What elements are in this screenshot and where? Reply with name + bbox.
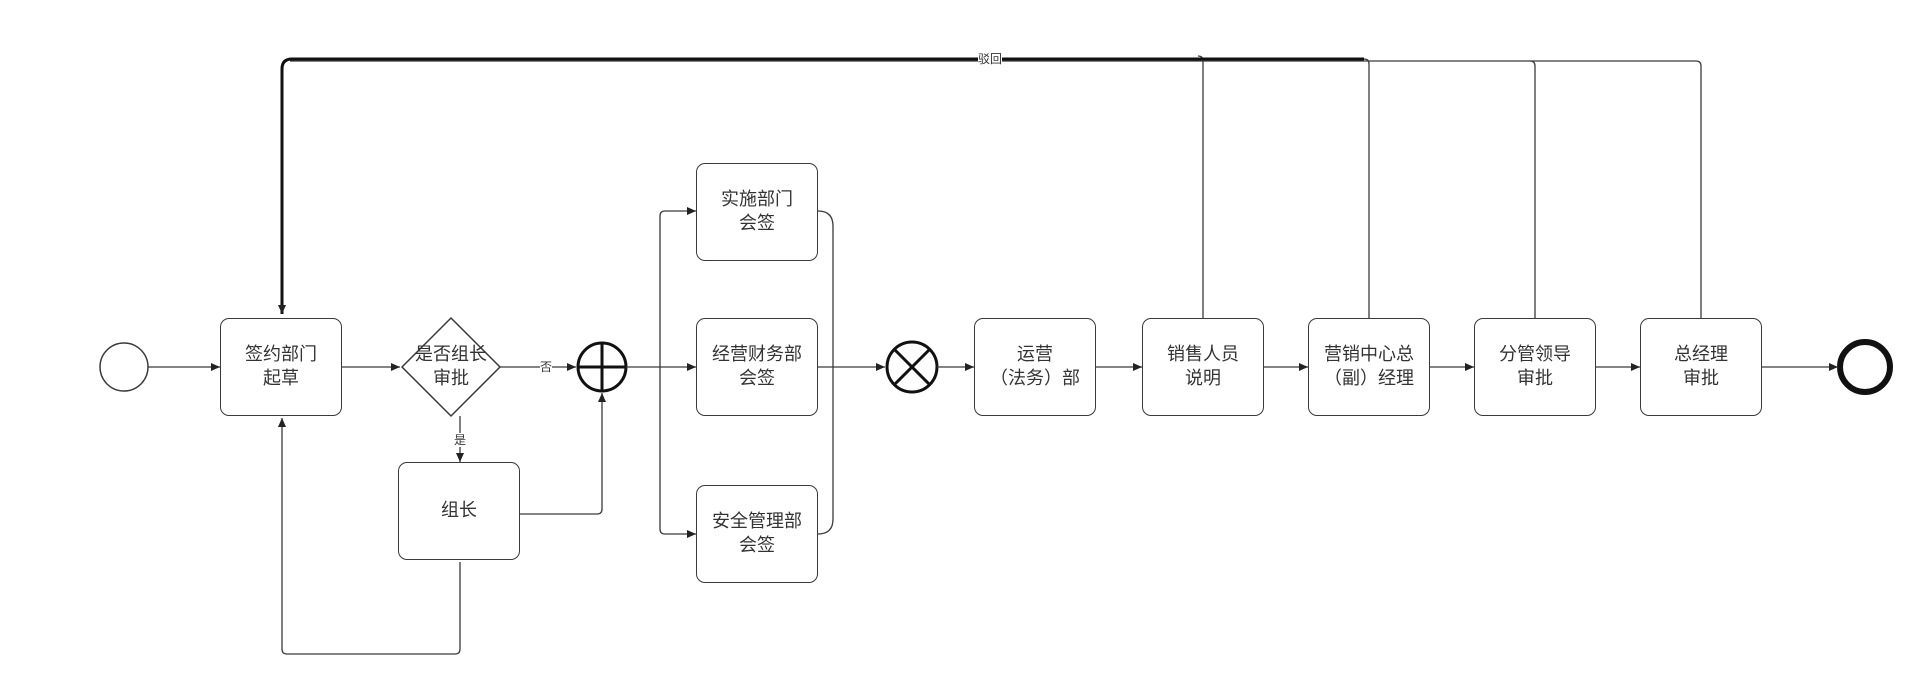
reject-from-sales	[1197, 55, 1204, 328]
reject-from-marketing	[1363, 58, 1370, 328]
task-ops-legal[interactable]: 运营 （法务）部	[974, 318, 1096, 416]
task-vp-approve-label: 分管领导 审批	[1499, 344, 1571, 389]
reject-from-vp	[1529, 60, 1536, 328]
edge-label-yes: 是	[454, 433, 467, 447]
task-draft[interactable]: 签约部门 起草	[220, 318, 342, 416]
edge-leader-draft	[278, 418, 461, 655]
edge-leader-parallel	[520, 393, 606, 515]
task-gm-approve-label: 总经理 审批	[1674, 344, 1728, 389]
task-sales-explain[interactable]: 销售人员 说明	[1142, 318, 1264, 416]
task-finance-dept-label: 经营财务部 会签	[712, 344, 802, 389]
edge-parallel-impl	[626, 207, 696, 368]
decision-diamond[interactable]	[400, 316, 502, 418]
end-event[interactable]	[1837, 339, 1893, 395]
task-team-leader-label: 组长	[441, 500, 477, 521]
edge-label-reject: 驳回	[978, 52, 1003, 66]
edge-safety-exclusive	[817, 367, 834, 535]
task-impl-dept[interactable]: 实施部门 会签	[696, 163, 818, 261]
task-safety-dept-label: 安全管理部 会签	[712, 511, 802, 556]
task-draft-label: 签约部门 起草	[245, 344, 317, 389]
edge-label-no: 否	[540, 360, 553, 374]
task-marketing-gm-label: 营销中心总 （副）经理	[1324, 344, 1414, 389]
edge-impl-exclusive	[817, 210, 834, 367]
task-gm-approve[interactable]: 总经理 审批	[1640, 318, 1762, 416]
task-impl-dept-label: 实施部门 会签	[721, 189, 793, 234]
task-safety-dept[interactable]: 安全管理部 会签	[696, 485, 818, 583]
start-event[interactable]	[99, 342, 149, 392]
task-marketing-gm[interactable]: 营销中心总 （副）经理	[1308, 318, 1430, 416]
task-vp-approve[interactable]: 分管领导 审批	[1474, 318, 1596, 416]
exclusive-gateway[interactable]	[885, 340, 939, 394]
parallel-gateway[interactable]	[576, 341, 628, 393]
task-finance-dept[interactable]: 经营财务部 会签	[696, 318, 818, 416]
edge-reject-rail	[278, 57, 1364, 314]
task-team-leader[interactable]: 组长	[398, 462, 520, 560]
edge-parallel-safety	[659, 367, 696, 538]
reject-from-gm	[290, 60, 1702, 328]
task-ops-legal-label: 运营 （法务）部	[990, 344, 1080, 389]
task-sales-explain-label: 销售人员 说明	[1167, 344, 1239, 389]
